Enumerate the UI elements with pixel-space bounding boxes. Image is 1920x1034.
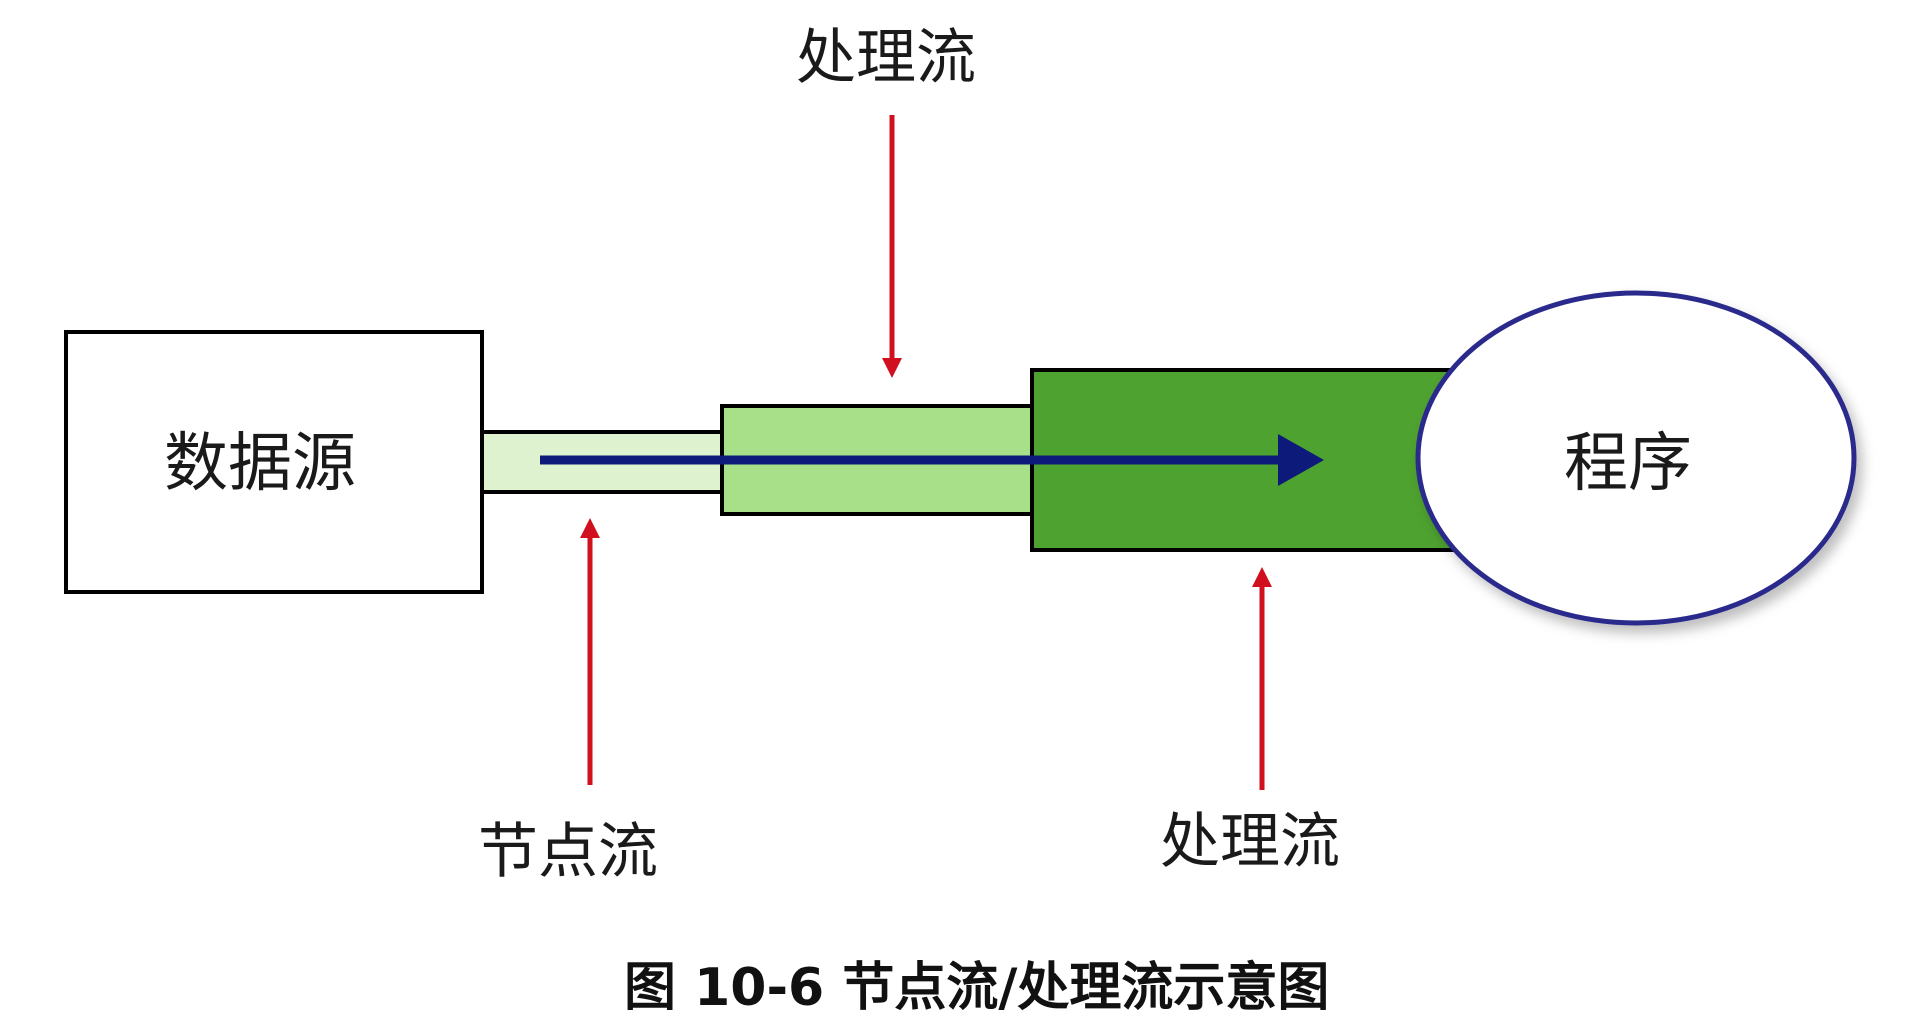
data-source-box: [64, 330, 484, 594]
program-label: 程序: [1564, 427, 1692, 501]
figure-caption: 图 10-6 节点流/处理流示意图: [624, 958, 1330, 1018]
bottom-left-callout-label: 节点流: [478, 817, 658, 887]
top-callout-label: 处理流: [796, 23, 976, 93]
program-ellipse: [1415, 290, 1857, 626]
data-source-label: 数据源: [164, 427, 356, 501]
flow-arrow-head: [1278, 434, 1324, 486]
bottom-right-callout-label: 处理流: [1160, 807, 1340, 877]
